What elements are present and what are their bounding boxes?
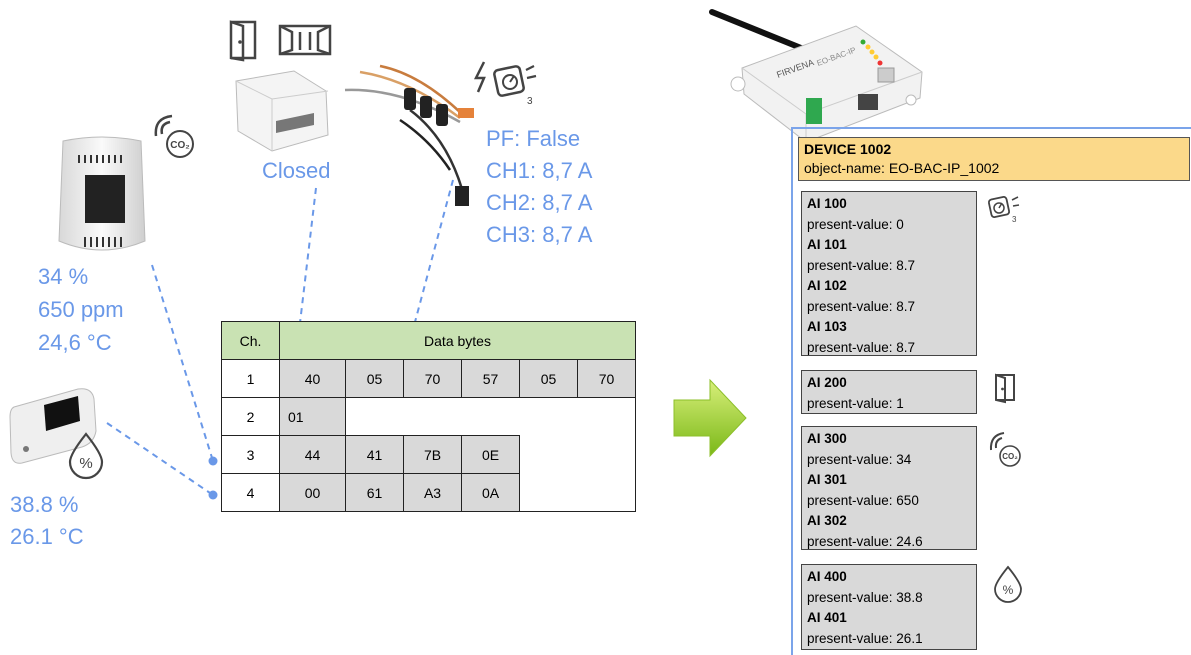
svg-text:3: 3: [1012, 215, 1017, 224]
table-cell: 0E: [461, 435, 520, 474]
humidity-temp-reading: 26.1 °C: [10, 524, 84, 549]
svg-text:%: %: [1003, 583, 1014, 597]
co2-icon: CO₂: [154, 114, 194, 158]
co2-temp-reading: 24,6 °C: [38, 330, 112, 355]
object-value: present-value: 38.8: [807, 589, 923, 605]
table-header-ch: Ch.: [221, 321, 280, 360]
device-box: DEVICE 1002 object-name: EO-BAC-IP_1002: [798, 137, 1190, 181]
object-value: present-value: 8.7: [807, 298, 916, 314]
object-name: AI 200: [807, 375, 847, 390]
object-name: AI 300: [807, 431, 847, 446]
table-cell: 7B: [403, 435, 462, 474]
panel-top-border: [791, 127, 1191, 129]
pf-reading: PF: False: [486, 126, 581, 151]
window-icon: [278, 24, 332, 56]
data-bytes-table: Ch. Data bytes 1 40 05 70 57 05 70 2 01 …: [221, 321, 636, 512]
table-cell-ch: 4: [221, 473, 280, 512]
object-value: present-value: 650: [807, 492, 919, 508]
panel-left-border: [791, 128, 793, 655]
table-cell: 57: [461, 359, 520, 398]
ch3-reading: CH3: 8,7 A: [486, 222, 593, 247]
door-icon: [229, 20, 257, 62]
object-name: AI 301: [807, 472, 847, 487]
object-name: AI 103: [807, 319, 847, 334]
table-cell: 70: [403, 359, 462, 398]
table-cell: 41: [345, 435, 404, 474]
table-cell-ch: 2: [221, 397, 280, 436]
table-header-row: Ch. Data bytes: [221, 321, 636, 360]
object-name: AI 302: [807, 513, 847, 528]
object-group-humidity: AI 400 present-value: 38.8 AI 401 presen…: [801, 564, 977, 650]
table-cell-ch: 1: [221, 359, 280, 398]
current-meter-icon: 3: [987, 195, 1020, 224]
ch1-reading: CH1: 8,7 A: [486, 158, 593, 183]
object-value: present-value: 8.7: [807, 257, 916, 273]
table-cell: 44: [279, 435, 346, 474]
door-icon: [995, 373, 1015, 404]
table-cell: 40: [279, 359, 346, 398]
humidity-reading: 38.8 %: [10, 492, 79, 517]
table-row: 3 44 41 7B 0E: [221, 435, 636, 474]
table-cell-ch: 3: [221, 435, 280, 474]
object-value: present-value: 8.7: [807, 339, 916, 355]
object-name: AI 102: [807, 278, 847, 293]
green-arrow-icon: [673, 378, 747, 458]
object-name: AI 400: [807, 569, 847, 584]
current-meter-device: [344, 64, 474, 206]
humidity-drop-icon: %: [994, 565, 1022, 603]
device-object-name: object-name: EO-BAC-IP_1002: [804, 160, 1000, 176]
svg-text:CO₂: CO₂: [1002, 452, 1018, 461]
gateway-device: FIRVENA EO-BAC-IP: [709, 9, 923, 143]
table-cell: 0A: [461, 473, 520, 512]
svg-text:%: %: [79, 455, 92, 472]
door-contact-device: [235, 70, 329, 152]
object-value: present-value: 24.6: [807, 533, 923, 549]
object-group-door: AI 200 present-value: 1: [801, 370, 977, 414]
svg-text:3: 3: [527, 96, 533, 107]
object-name: AI 401: [807, 610, 847, 625]
object-name: AI 100: [807, 196, 847, 211]
co2-sensor-device: [58, 136, 146, 251]
object-value: present-value: 1: [807, 395, 904, 411]
table-row: 4 00 61 A3 0A: [221, 473, 636, 512]
humidity-sensor-device: [9, 388, 97, 464]
humidity-drop-icon: %: [68, 432, 104, 480]
object-name: AI 101: [807, 237, 847, 252]
co2-ppm-reading: 650 ppm: [38, 297, 124, 322]
object-value: present-value: 26.1: [807, 630, 923, 646]
object-value: present-value: 0: [807, 216, 904, 232]
table-cell: A3: [403, 473, 462, 512]
object-group-co2: AI 300 present-value: 34 AI 301 present-…: [801, 426, 977, 550]
table-cell-empty: [519, 435, 636, 474]
table-cell: 01: [279, 397, 346, 436]
svg-text:CO₂: CO₂: [170, 140, 189, 151]
ch2-reading: CH2: 8,7 A: [486, 190, 593, 215]
table-cell-empty: [519, 473, 636, 512]
table-cell: 00: [279, 473, 346, 512]
table-header-data-bytes: Data bytes: [279, 321, 636, 360]
door-state-reading: Closed: [262, 158, 331, 183]
table-cell: 05: [519, 359, 578, 398]
table-row: 2 01: [221, 397, 636, 436]
object-group-current: AI 100 present-value: 0 AI 101 present-v…: [801, 191, 977, 356]
device-title: DEVICE 1002: [804, 141, 892, 157]
table-cell: 70: [577, 359, 636, 398]
co2-humidity-reading: 34 %: [38, 264, 89, 289]
object-value: present-value: 34: [807, 451, 912, 467]
table-cell: 61: [345, 473, 404, 512]
table-cell-empty: [345, 397, 636, 436]
table-cell: 05: [345, 359, 404, 398]
co2-icon: CO₂: [989, 432, 1021, 467]
current-meter-icon: 3: [473, 61, 537, 107]
table-row: 1 40 05 70 57 05 70: [221, 359, 636, 398]
